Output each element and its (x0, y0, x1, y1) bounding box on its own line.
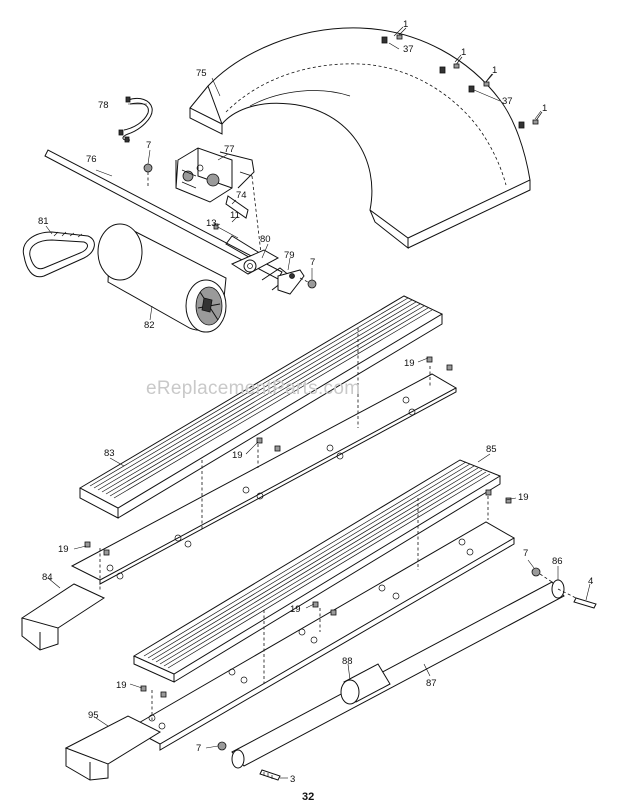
watermark: eReplacementParts.com (146, 378, 360, 399)
drive-motor (97, 223, 227, 333)
callout-95: 95 (88, 710, 99, 721)
motor-controller (175, 147, 255, 203)
callout-76: 76 (86, 154, 97, 165)
callout-4: 4 (588, 576, 593, 587)
assembly-lines-upper (99, 328, 431, 592)
callout-83: 83 (104, 448, 115, 459)
callout-19: 19 (404, 358, 415, 369)
callout-1: 1 (461, 47, 466, 58)
tension-bracket (143, 163, 263, 263)
callout-86: 86 (552, 556, 563, 567)
callout-80: 80 (260, 234, 271, 245)
screws-19-upper (84, 356, 453, 556)
left-footrail-cover (78, 295, 444, 519)
callout-11: 11 (230, 210, 240, 221)
motor-hood (189, 27, 531, 250)
idler-roller (217, 567, 597, 781)
leader-lines (45, 26, 591, 779)
callout-78: 78 (98, 100, 109, 111)
callout-13: 13 (206, 218, 217, 229)
callout-37: 37 (502, 96, 513, 107)
callout-84: 84 (42, 572, 53, 583)
drive-shaft (44, 149, 283, 280)
screws-19-lower (140, 489, 512, 698)
callout-19: 19 (290, 604, 301, 615)
callout-1: 1 (492, 65, 497, 76)
wire-harness (118, 96, 153, 143)
callout-7: 7 (523, 548, 528, 559)
right-footrail-cover (132, 459, 502, 683)
callout-3: 3 (290, 774, 295, 785)
callout-1: 1 (542, 103, 547, 114)
callout-37: 37 (403, 44, 414, 55)
callout-1: 1 (403, 19, 408, 30)
hood-screws (381, 27, 543, 129)
left-end-cap (20, 583, 106, 651)
callout-77: 77 (224, 144, 235, 155)
callout-labels: 1 37 1 1 75 37 78 1 7 77 76 74 11 81 13 … (38, 19, 593, 785)
callout-75: 75 (196, 68, 207, 79)
right-end-cap (64, 715, 162, 781)
callout-19: 19 (58, 544, 69, 555)
callout-79: 79 (284, 250, 295, 261)
page-number: 32 (302, 791, 314, 803)
callout-19: 19 (518, 492, 529, 503)
callout-85: 85 (486, 444, 497, 455)
callout-74: 74 (236, 190, 247, 201)
callout-7: 7 (310, 257, 315, 268)
callout-87: 87 (426, 678, 437, 689)
assembly-lines-lower (151, 496, 489, 720)
drive-belt (22, 231, 95, 278)
callout-82: 82 (144, 320, 155, 331)
callout-7: 7 (196, 743, 201, 754)
callout-19: 19 (116, 680, 127, 691)
callout-81: 81 (38, 216, 49, 227)
callout-88: 88 (342, 656, 353, 667)
callout-7: 7 (146, 140, 151, 151)
callout-19: 19 (232, 450, 243, 461)
